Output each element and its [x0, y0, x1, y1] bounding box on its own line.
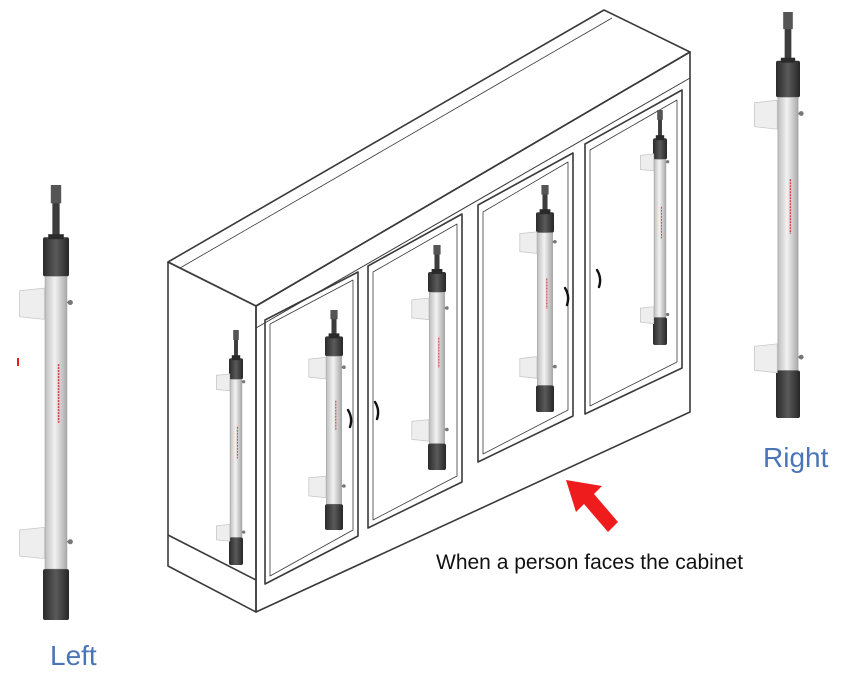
cabinet-top	[167, 9, 691, 307]
door-2	[367, 213, 463, 529]
lamp-door-1	[308, 310, 346, 530]
door-3	[477, 152, 574, 463]
door-1	[264, 271, 359, 585]
lamp-door-2	[411, 245, 449, 470]
cabinet-front	[255, 51, 691, 613]
door-4	[584, 89, 683, 415]
lamp-right	[754, 12, 804, 418]
lamp-door-4	[640, 110, 670, 345]
label-right: Right	[763, 442, 829, 473]
red-arrow-icon	[566, 480, 618, 532]
door-handles	[346, 268, 602, 429]
lamp-door-0	[216, 330, 246, 565]
lamp-door-3	[519, 185, 557, 412]
lamp-left	[19, 185, 73, 620]
caption-text: When a person faces the cabinet	[436, 551, 744, 574]
cabinet	[167, 9, 691, 613]
label-left: Left	[50, 640, 97, 671]
